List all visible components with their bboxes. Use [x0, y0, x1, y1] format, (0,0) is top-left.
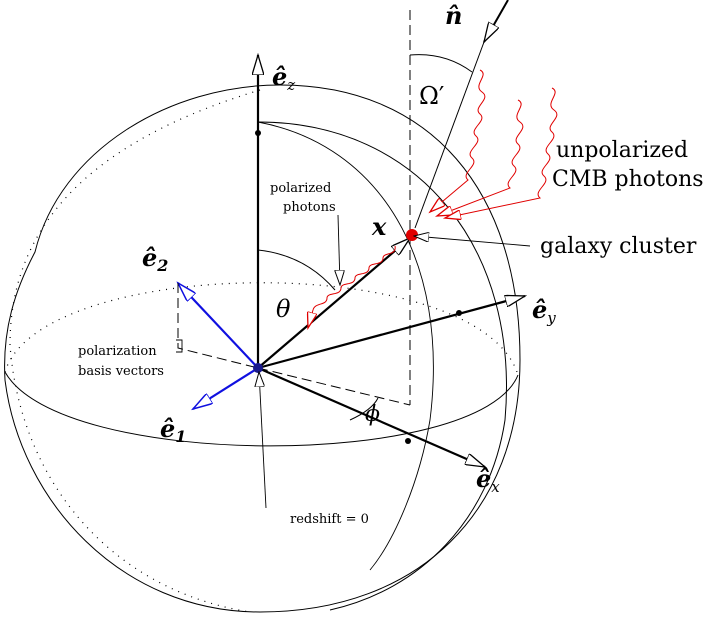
redshift-pointer — [259, 372, 267, 509]
galaxy-cluster-pointer — [414, 236, 531, 247]
e1-vector — [193, 367, 259, 409]
n-hat-label: n̂ — [445, 1, 462, 30]
x-intersection-dot — [405, 438, 411, 444]
omega-prime-label: Ω′ — [419, 82, 444, 110]
x-vector — [257, 238, 410, 369]
phi-arc — [349, 397, 379, 421]
polarization-basis-vectors — [176, 283, 259, 409]
e2-projection-dashes — [177, 283, 259, 369]
meridian-back — [9, 89, 261, 613]
line-of-sight — [257, 0, 509, 406]
ez-label: êz — [272, 62, 295, 94]
equator-front — [4, 371, 519, 447]
polarized-photons-pointer — [338, 214, 340, 285]
polarization-label-line1: polarization — [78, 344, 157, 359]
photon-wave-2 — [437, 99, 524, 216]
origin-point — [253, 363, 263, 373]
meridian-front — [257, 121, 507, 611]
e1-label: ê1 — [160, 414, 186, 446]
polarized-photons — [308, 214, 396, 328]
labels: n̂ Ω′ unpolarized CMB photons polarized … — [78, 1, 704, 527]
photon-wave-3 — [445, 87, 558, 218]
y-intersection-dot — [456, 310, 462, 316]
e-x-axis — [257, 366, 485, 469]
projection-dashed-line — [257, 367, 411, 406]
theta-label: θ — [276, 295, 291, 323]
intersection-points — [255, 130, 462, 444]
theta-arc — [257, 249, 336, 291]
sphere-outline — [4, 84, 521, 613]
omega-prime-arc — [409, 54, 473, 73]
polarized-photon-wave — [308, 245, 396, 328]
phi-label: ϕ — [365, 402, 380, 427]
ex-label: êx — [476, 464, 500, 496]
x-vector-label: x — [371, 212, 387, 241]
polarized-label-line1: polarized — [270, 181, 331, 196]
equator-back — [4, 282, 519, 376]
photon-wave-1 — [430, 69, 486, 212]
ey-label: êy — [532, 295, 556, 327]
z-intersection-dot — [255, 130, 261, 136]
unpolarized-photons — [430, 69, 558, 218]
unpolarized-label-line2: CMB photons — [552, 167, 704, 192]
e2-label: ê2 — [142, 243, 168, 275]
meridian-through-cluster — [257, 121, 434, 571]
n-hat-direction — [484, 0, 509, 42]
polarized-label-line2: photons — [283, 200, 336, 215]
galaxy-cluster-label: galaxy cluster — [540, 234, 697, 259]
galaxy-cluster-point — [406, 229, 418, 241]
angle-arcs — [257, 54, 473, 421]
polarization-label-line2: basis vectors — [78, 364, 164, 379]
redshift-label: redshift = 0 — [290, 512, 369, 527]
e2-vector — [178, 283, 259, 369]
e-y-axis — [257, 296, 525, 370]
axes — [257, 55, 525, 469]
polarization-bracket — [176, 339, 183, 353]
n-hat-line — [414, 41, 485, 229]
unpolarized-label-line1: unpolarized — [556, 138, 688, 163]
